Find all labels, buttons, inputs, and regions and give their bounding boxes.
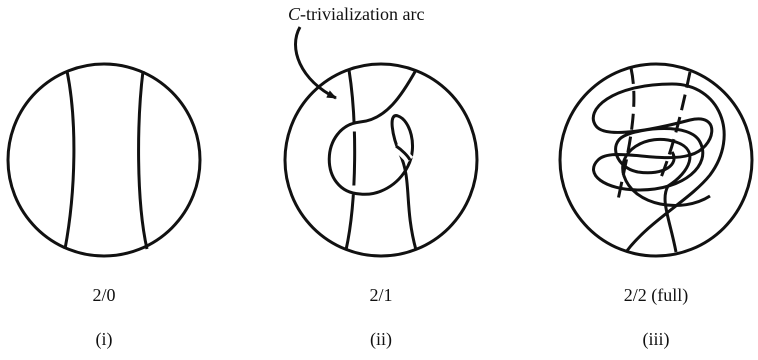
trivialization-arc [344, 69, 357, 251]
fraction-label: 2/2 (full) [624, 285, 689, 306]
fraction-label: 2/1 [369, 285, 392, 305]
spiral-strand [621, 137, 711, 253]
panel-ii [283, 62, 479, 258]
annotation-suffix: -trivialization arc [300, 4, 424, 24]
annotation-label: C-trivialization arc [288, 4, 424, 24]
captions: 2/0 (i) 2/1 (ii) 2/2 (full) (iii) [92, 285, 688, 350]
ball-boundary [6, 62, 202, 258]
knotted-strand [327, 69, 418, 251]
fraction-label: 2/0 [92, 285, 115, 305]
ball-boundary [283, 62, 479, 258]
strand-right [137, 70, 149, 250]
spiral-strand [591, 82, 726, 253]
dashed-strand [616, 67, 636, 201]
panel-numeral: (ii) [370, 329, 392, 350]
panel-i [6, 62, 202, 258]
panel-numeral: (i) [96, 329, 113, 350]
annotation-arrow [294, 26, 337, 100]
annotation-prefix: C [288, 4, 301, 24]
panel-iii [558, 62, 754, 258]
panel-numeral: (iii) [643, 329, 670, 350]
ball-boundary [558, 62, 754, 258]
annotation: C-trivialization arc [288, 4, 424, 100]
strand-left [63, 70, 76, 250]
